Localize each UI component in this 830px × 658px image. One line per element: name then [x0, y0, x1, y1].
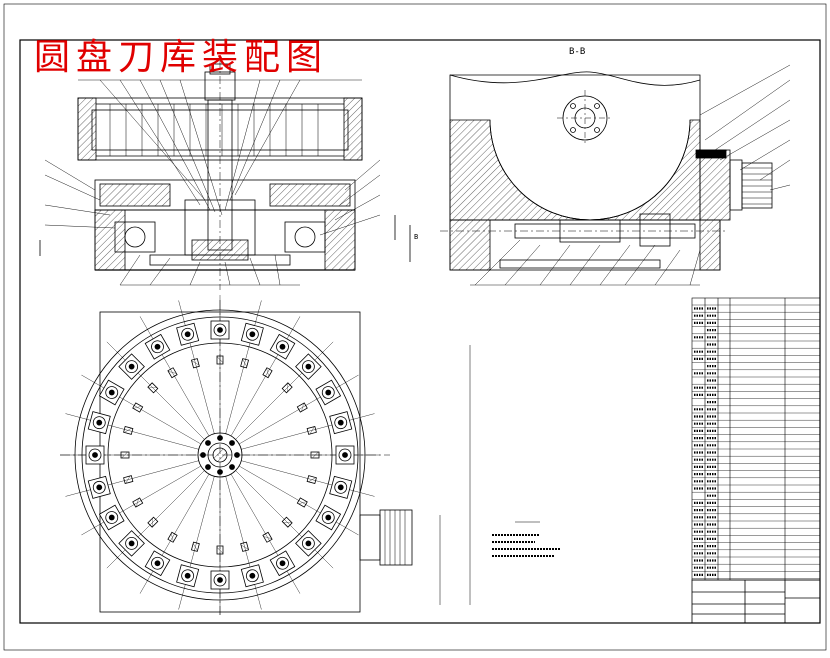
plan-view — [60, 295, 560, 615]
title-block — [692, 580, 820, 623]
bill-of-materials — [692, 298, 820, 580]
front-section-view — [40, 60, 410, 290]
drawing-title: 圆盘刀库装配图 — [34, 38, 328, 78]
section-label: B-B — [569, 47, 585, 57]
dimension-label-b: B — [414, 233, 418, 241]
side-section-view — [440, 65, 790, 285]
